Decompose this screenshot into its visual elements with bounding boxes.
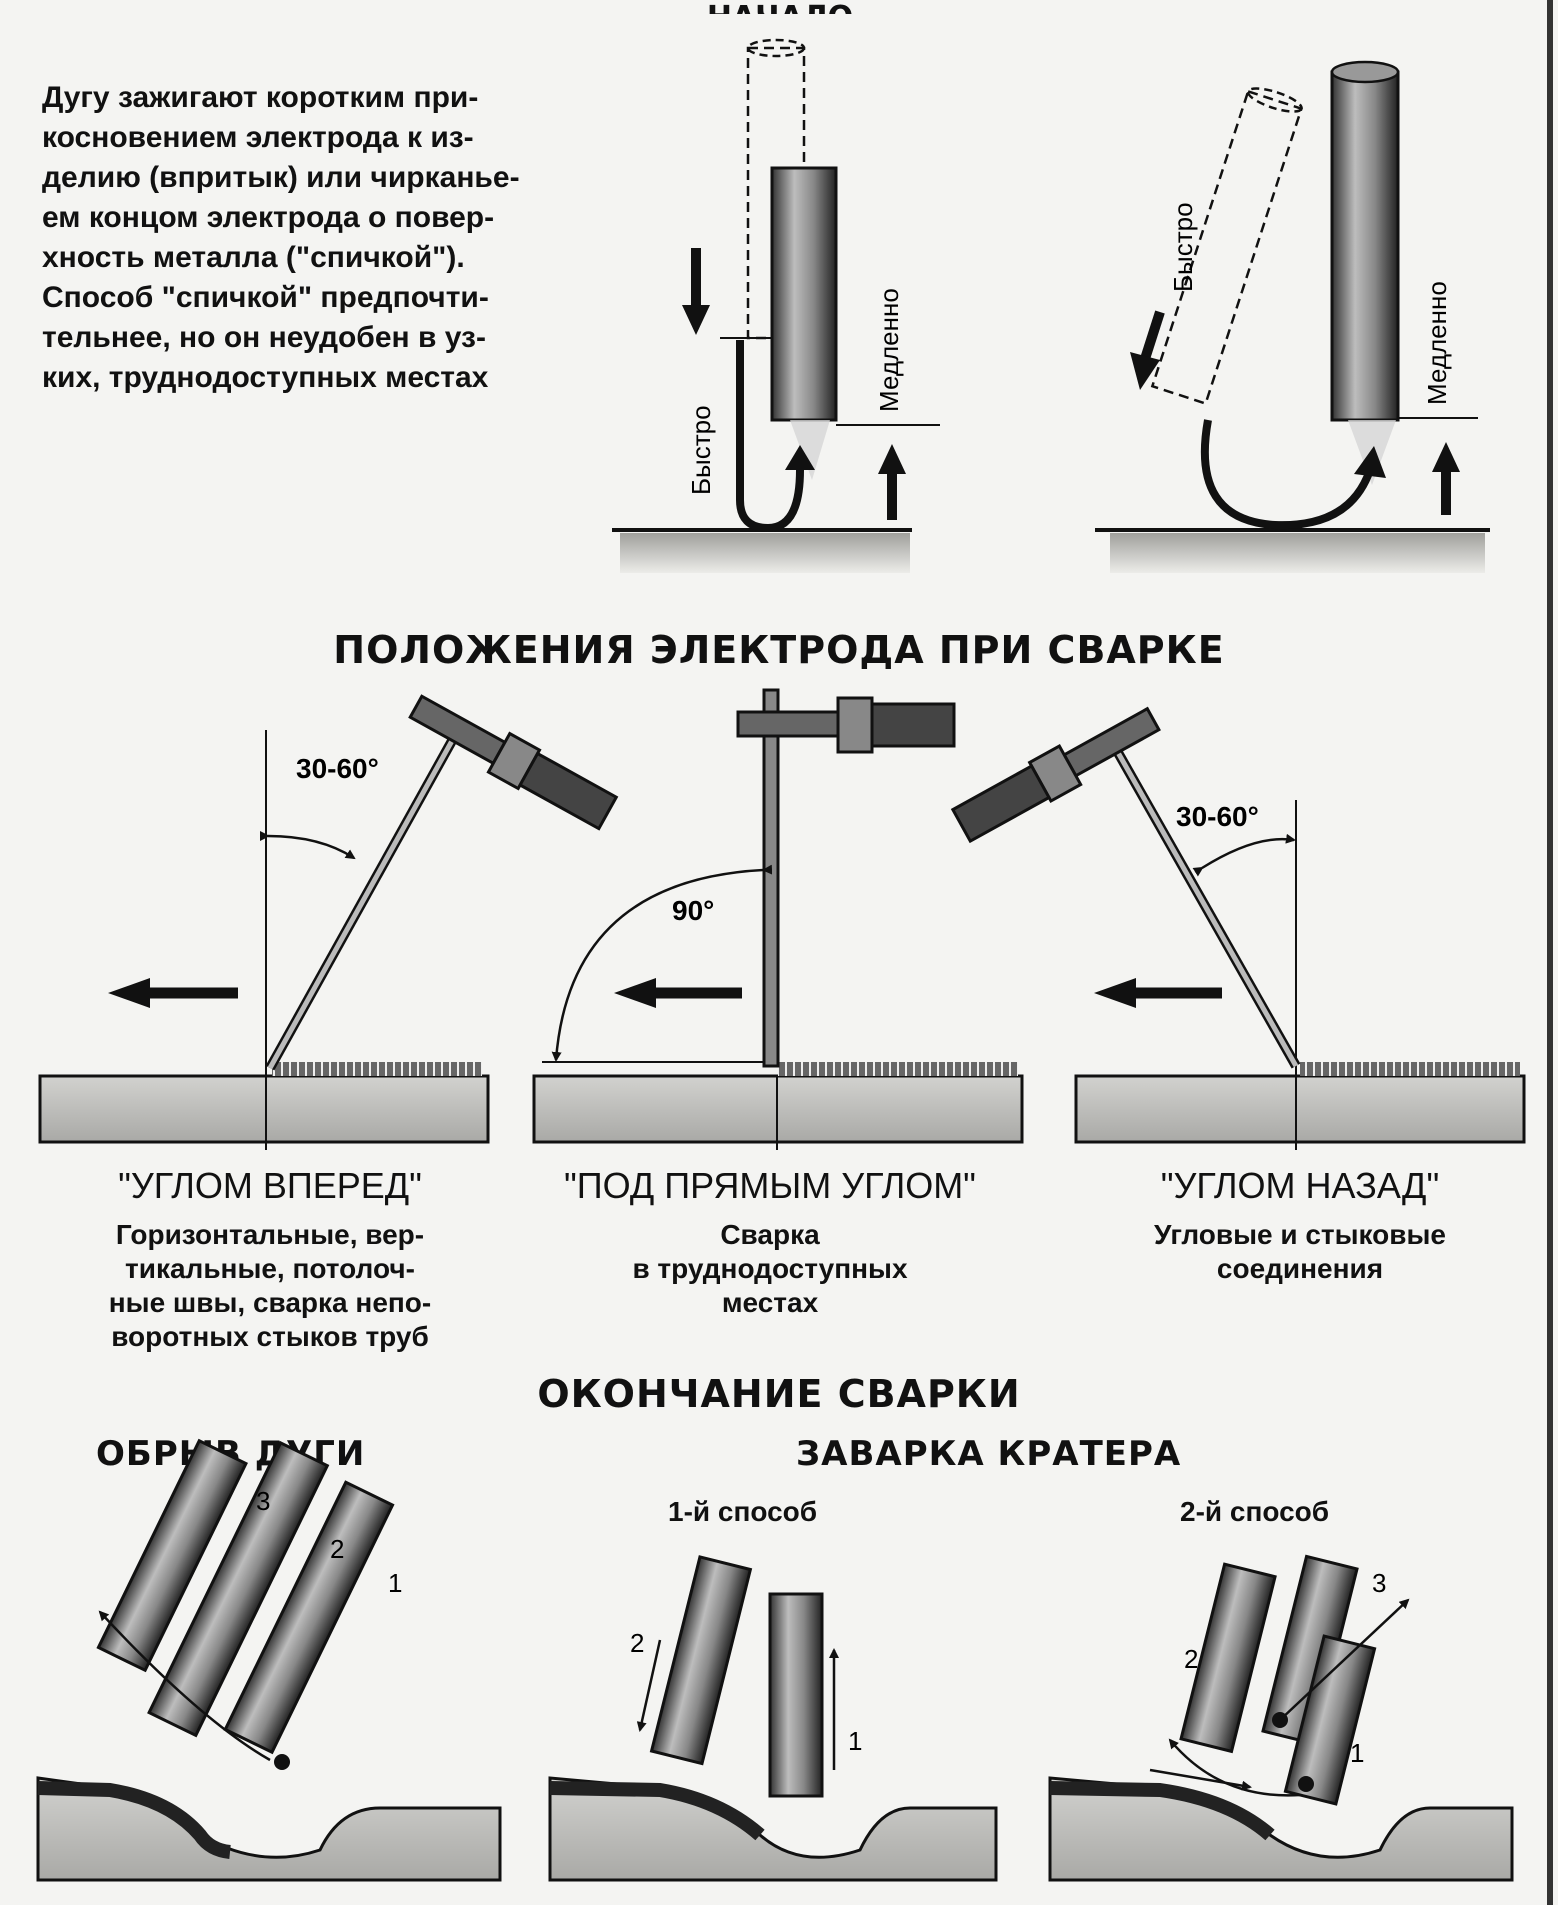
arrow-up-icon: [878, 444, 906, 474]
ignition-right-fast-label: Быстро: [1168, 202, 1198, 292]
ground-surface: [620, 533, 910, 573]
position-backward-name: "УГЛОМ НАЗАД": [1160, 1165, 1440, 1206]
weld-seam: [1049, 1781, 1275, 1841]
ignition-title: НАЧАЛО: [650, 0, 910, 14]
workpiece: [1074, 1074, 1526, 1144]
arrow-up-icon: [1432, 442, 1460, 472]
electrode-holder: [950, 706, 1161, 844]
crater-method2-diagram: 1 2 3: [1048, 1554, 1514, 1882]
crater-method2-label-1: 1: [1350, 1738, 1364, 1768]
weld-seam: [37, 1781, 231, 1859]
electrode-holder: [736, 696, 956, 754]
electrode: [770, 166, 838, 422]
position-forward-diagram: 30-60°: [38, 694, 619, 1150]
withdraw-path: [98, 1610, 271, 1762]
arc-break-diagram: 1 2 3: [36, 1438, 502, 1882]
position-backward-angle: 30-60°: [1176, 801, 1259, 832]
position-backward-diagram: 30-60°: [950, 706, 1526, 1150]
electrode: [1179, 1562, 1277, 1754]
ignition-left-diagram: Быстро Медленно: [612, 38, 940, 573]
arrow-down-icon: [1130, 352, 1160, 390]
withdraw-path: [1279, 1598, 1410, 1721]
position-forward-description: Горизонтальные, вер- тикальные, потолоч-…: [108, 1219, 432, 1352]
electrode: [649, 1555, 753, 1766]
return-path: [1168, 1738, 1301, 1797]
ignition-description: Дугу зажигают коротким при- косновением …: [42, 81, 520, 394]
electrode: [768, 1592, 824, 1798]
ignition-right-slow-label: Медленно: [1422, 281, 1452, 405]
ignition-path: [1200, 419, 1374, 530]
crater-method1-label-1: 1: [848, 1726, 862, 1756]
crater-method2-label-2: 2: [1184, 1644, 1198, 1674]
weld-seam: [272, 1062, 482, 1076]
crater-method1-label-2: 2: [630, 1628, 644, 1658]
position-forward-name: "УГЛОМ ВПЕРЕД": [118, 1165, 422, 1206]
position-right-angle-diagram: 90°: [532, 688, 1024, 1150]
crater-method2-title: 2-й способ: [1180, 1496, 1330, 1527]
workpiece: [38, 1074, 490, 1144]
position-right-angle-description: Сварка в труднодоступных местах: [632, 1219, 908, 1318]
ending-title: ОКОНЧАНИЕ СВАРКИ: [537, 1372, 1021, 1416]
crater-method1-title: 1-й способ: [668, 1496, 818, 1527]
electrode-previous-position: [1150, 89, 1303, 406]
weld-seam: [1300, 1062, 1520, 1076]
position-right-angle-name: "ПОД ПРЯМЫМ УГЛОМ": [564, 1165, 976, 1206]
weld-seam: [549, 1781, 765, 1841]
electrode: [1283, 1634, 1377, 1806]
electrode-holder: [408, 694, 619, 831]
arc-break-label-2: 2: [330, 1534, 344, 1564]
ignition-right-diagram: Быстро Медленно: [1095, 60, 1490, 573]
electrode: [96, 1438, 248, 1673]
position-right-angle-angle: 90°: [672, 895, 714, 926]
electrode: [223, 1480, 395, 1755]
arrow-down-icon: [682, 305, 710, 335]
ground-surface: [1110, 533, 1485, 573]
ignition-left-slow-label: Медленно: [874, 288, 904, 412]
direction-arrow-icon: [614, 978, 656, 1008]
positions-title: ПОЛОЖЕНИЯ ЭЛЕКТРОДА ПРИ СВАРКЕ: [333, 628, 1225, 672]
direction-arrow-icon: [108, 978, 150, 1008]
crater-method1-diagram: 1 2: [548, 1555, 998, 1882]
electrode: [1330, 70, 1400, 422]
arc-break-label-1: 1: [388, 1568, 402, 1598]
electrode: [147, 1440, 330, 1738]
electrode: [762, 688, 780, 1068]
crater-method2-label-3: 3: [1372, 1568, 1386, 1598]
ignition-path: [736, 340, 804, 533]
crater-title: ЗАВАРКА КРАТЕРА: [796, 1434, 1182, 1474]
arc-break-label-3: 3: [256, 1486, 270, 1516]
arrow-down-icon: [636, 1639, 662, 1732]
weld-seam: [778, 1062, 1018, 1076]
direction-arrow-icon: [1094, 978, 1136, 1008]
position-forward-angle: 30-60°: [296, 753, 379, 784]
position-backward-description: Угловые и стыковые соединения: [1154, 1219, 1446, 1284]
ignition-left-fast-label: Быстро: [686, 405, 716, 495]
